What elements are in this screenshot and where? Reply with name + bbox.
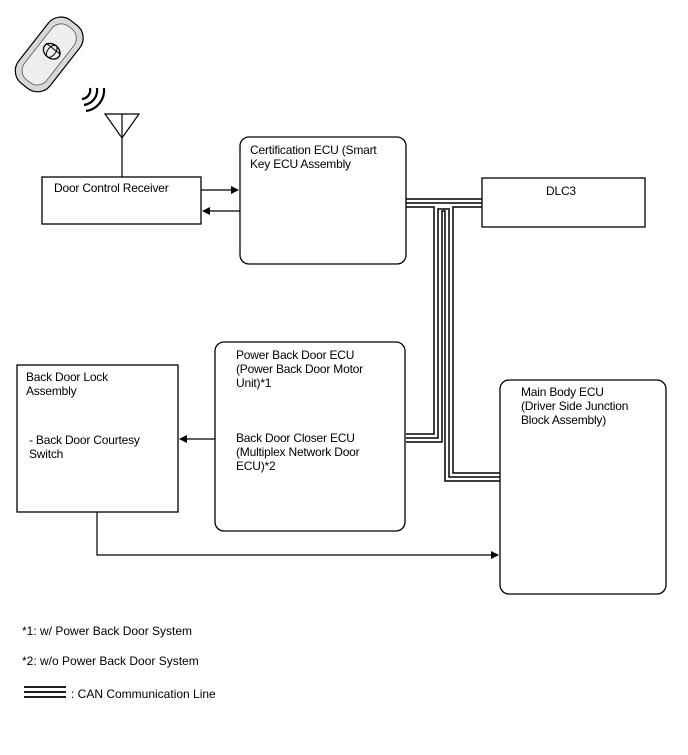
main-body-ecu-box	[499, 379, 667, 595]
radio-wave-icon	[81, 87, 106, 113]
back-door-courtesy-switch-label: - Back Door Courtesy Switch	[29, 433, 140, 461]
power-back-door-ecu-box	[214, 341, 406, 532]
can-legend-line	[24, 686, 66, 698]
can-bus-lines	[406, 198, 500, 482]
main-body-ecu-label: Main Body ECU (Driver Side Junction Bloc…	[521, 385, 629, 427]
smart-key-icon	[14, 16, 84, 93]
door-control-receiver-label: Door Control Receiver	[54, 181, 169, 195]
power-back-door-ecu-label: Power Back Door ECU (Power Back Door Mot…	[236, 348, 363, 390]
lock-to-main-body-arrow	[96, 512, 499, 559]
door-control-receiver-box	[41, 176, 202, 225]
certification-ecu-box	[239, 136, 407, 265]
certification-ecu-label: Certification ECU (Smart Key ECU Assembl…	[250, 143, 377, 171]
back-door-closer-ecu-label: Back Door Closer ECU (Multiplex Network …	[236, 431, 360, 473]
footnote-2: *2: w/o Power Back Door System	[22, 654, 199, 668]
antenna-icon	[103, 113, 141, 177]
dlc3-label: DLC3	[546, 184, 576, 198]
footnote-1: *1: w/ Power Back Door System	[22, 624, 193, 638]
legend-can-label: : CAN Communication Line	[71, 687, 216, 701]
back-door-lock-label: Back Door Lock Assembly	[26, 370, 108, 398]
